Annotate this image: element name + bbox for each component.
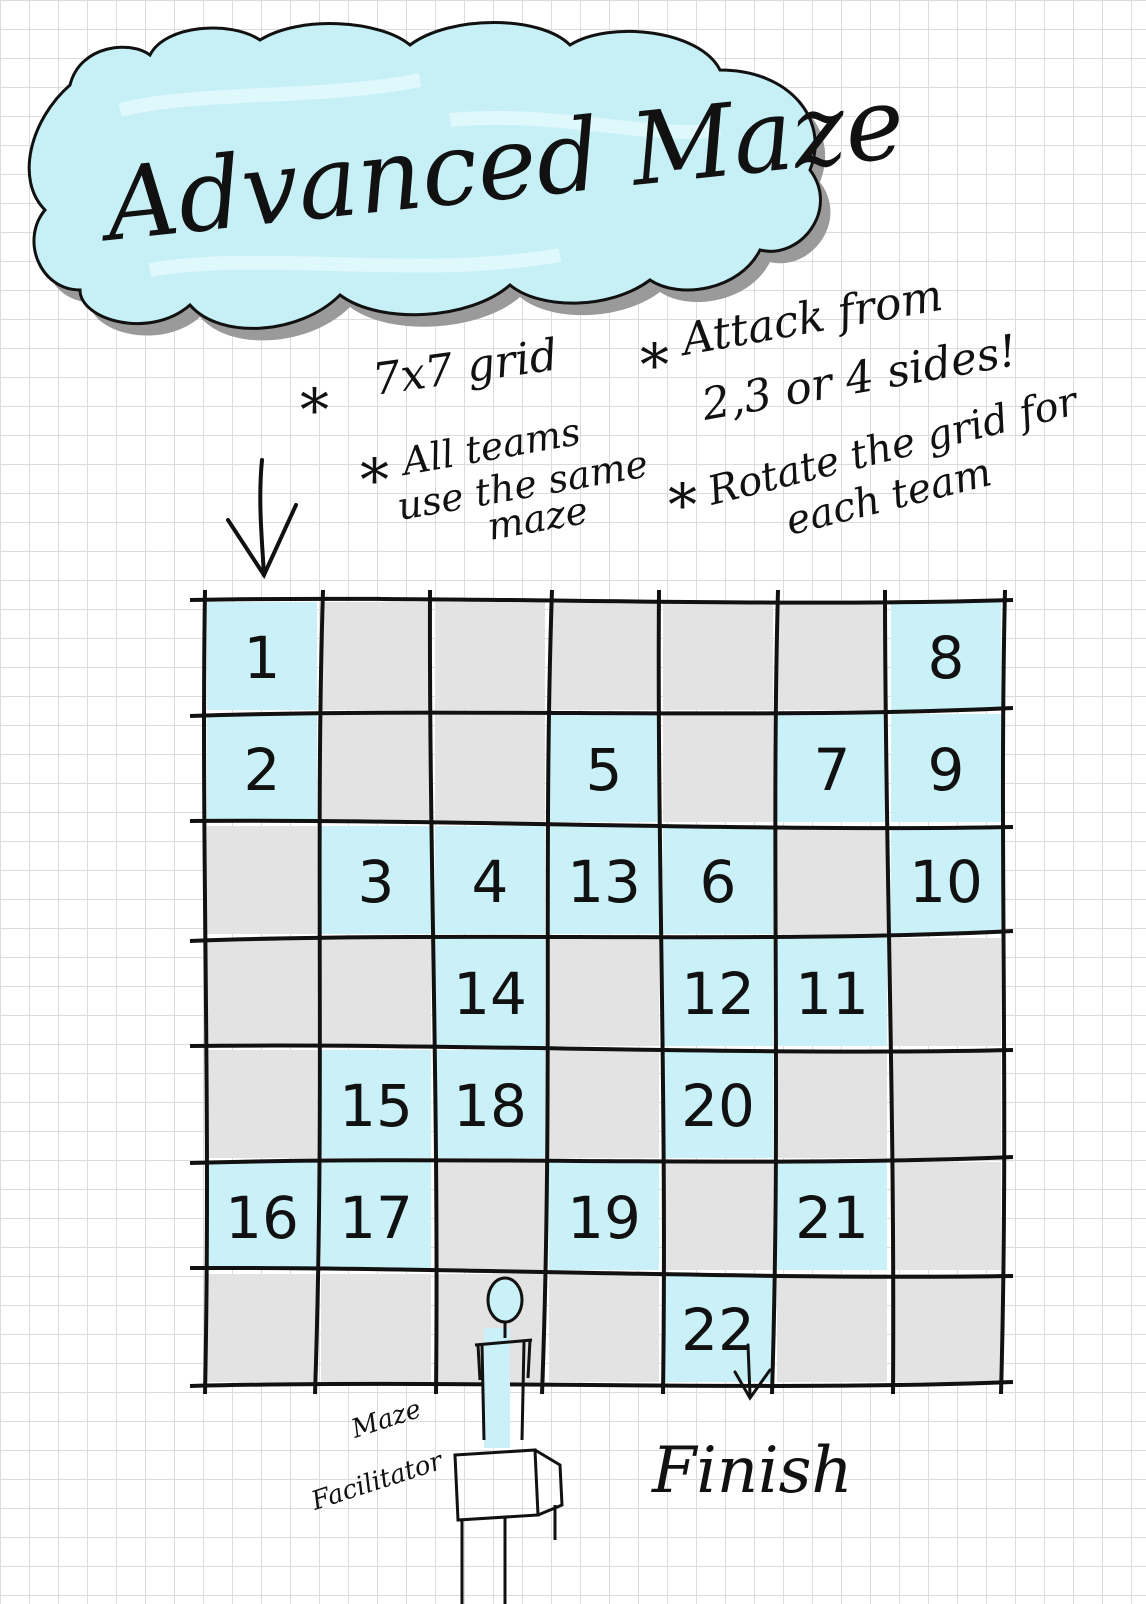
maze-empty-cell bbox=[321, 1274, 431, 1382]
maze-row-line bbox=[189, 1155, 1014, 1165]
maze-step-label: 3 bbox=[358, 848, 395, 916]
bullet-teams: * bbox=[360, 446, 389, 514]
maze-empty-cell bbox=[321, 602, 431, 710]
maze-step-label: 10 bbox=[909, 848, 983, 916]
bullet-attack: * bbox=[640, 331, 669, 399]
maze-row-line bbox=[189, 706, 1014, 718]
maze-row-line bbox=[189, 929, 1014, 943]
maze-path-cell bbox=[663, 938, 773, 1046]
maze-path-cell bbox=[321, 826, 431, 934]
maze-row-line bbox=[189, 818, 1014, 831]
maze-empty-cell bbox=[777, 826, 887, 934]
maze-step-label: 6 bbox=[700, 848, 737, 916]
maze-step-label: 11 bbox=[795, 960, 869, 1028]
maze-path-cell bbox=[891, 602, 1001, 710]
maze-path-cell bbox=[891, 714, 1001, 822]
maze-empty-cell bbox=[435, 1162, 545, 1270]
facilitator-label-1: Maze bbox=[347, 1394, 425, 1445]
maze-step-label: 9 bbox=[928, 736, 965, 804]
maze-empty-cell bbox=[777, 1050, 887, 1158]
maze-empty-cell bbox=[891, 1274, 1001, 1382]
maze-empty-cell bbox=[321, 938, 431, 1046]
maze-step-label: 17 bbox=[339, 1184, 413, 1252]
maze-step-label: 7 bbox=[814, 736, 851, 804]
maze-empty-cell bbox=[663, 714, 773, 822]
maze-empty-cell bbox=[207, 938, 317, 1046]
maze-row-line bbox=[189, 1265, 1014, 1279]
maze-path-cell bbox=[207, 714, 317, 822]
maze-step-label: 21 bbox=[795, 1184, 869, 1252]
maze-path-cell bbox=[435, 826, 545, 934]
maze-step-label: 20 bbox=[681, 1072, 755, 1140]
facilitator-label-2: Facilitator bbox=[307, 1446, 448, 1517]
maze-path-cell bbox=[663, 1050, 773, 1158]
maze-path-cell bbox=[549, 826, 659, 934]
maze-step-label: 13 bbox=[567, 848, 641, 916]
maze-path-cell bbox=[549, 1162, 659, 1270]
maze-empty-cell bbox=[321, 714, 431, 822]
maze-empty-cell bbox=[663, 1162, 773, 1270]
maze-path-cell bbox=[435, 938, 545, 1046]
maze-path-cell bbox=[663, 1274, 773, 1382]
maze-step-label: 19 bbox=[567, 1184, 641, 1252]
maze-path-cell bbox=[321, 1050, 431, 1158]
maze-path-cell bbox=[663, 826, 773, 934]
maze-step-label: 4 bbox=[472, 848, 509, 916]
maze-column-line bbox=[999, 589, 1007, 1395]
maze-row-line bbox=[189, 1043, 1014, 1054]
maze-path-cell bbox=[207, 602, 317, 710]
maze-empty-cell bbox=[891, 938, 1001, 1046]
maze-empty-cell bbox=[891, 1162, 1001, 1270]
start-arrow-icon bbox=[226, 458, 298, 580]
maze-step-label: 22 bbox=[681, 1296, 755, 1364]
maze-column-line bbox=[202, 589, 209, 1395]
maze-step-label: 16 bbox=[225, 1184, 299, 1252]
bullet-rotate: * bbox=[668, 471, 697, 539]
maze-step-label: 15 bbox=[339, 1072, 413, 1140]
maze-row-line bbox=[189, 596, 1014, 605]
maze-column-line bbox=[770, 589, 780, 1395]
facilitator-figure-icon bbox=[453, 1276, 564, 1604]
maze-path-cell bbox=[549, 714, 659, 822]
maze-empty-cell bbox=[549, 1050, 659, 1158]
maze-path-cell bbox=[777, 1162, 887, 1270]
maze-empty-cell bbox=[663, 602, 773, 710]
maze-step-label: 14 bbox=[453, 960, 527, 1028]
maze-step-label: 2 bbox=[244, 736, 281, 804]
maze-column-line bbox=[656, 589, 666, 1395]
maze-path-cell bbox=[777, 938, 887, 1046]
maze-column-line bbox=[883, 589, 896, 1395]
maze-empty-cell bbox=[207, 1274, 317, 1382]
note-grid: 7x7 grid bbox=[369, 329, 561, 405]
maze-path-cell bbox=[207, 1162, 317, 1270]
maze-path-cell bbox=[777, 714, 887, 822]
maze-empty-cell bbox=[777, 602, 887, 710]
maze-empty-cell bbox=[549, 1274, 659, 1382]
bullet-grid: * bbox=[300, 376, 329, 444]
maze-empty-cell bbox=[549, 602, 659, 710]
maze-step-label: 5 bbox=[586, 736, 623, 804]
maze-path-cell bbox=[891, 826, 1001, 934]
maze-empty-cell bbox=[891, 1050, 1001, 1158]
finish-label: Finish bbox=[651, 1434, 853, 1508]
maze-step-label: 1 bbox=[244, 624, 281, 692]
maze-step-label: 12 bbox=[681, 960, 755, 1028]
maze-column-line bbox=[540, 589, 554, 1395]
maze-empty-cell bbox=[777, 1274, 887, 1382]
maze-step-label: 8 bbox=[928, 624, 965, 692]
maze-empty-cell bbox=[549, 938, 659, 1046]
maze-empty-cell bbox=[207, 826, 317, 934]
maze-empty-cell bbox=[435, 602, 545, 710]
maze-path-cell bbox=[321, 1162, 431, 1270]
maze-row-line bbox=[189, 1380, 1014, 1388]
title-cloud: Advanced Maze bbox=[27, 21, 910, 341]
maze-empty-cell bbox=[435, 714, 545, 822]
maze-path-cell bbox=[435, 1050, 545, 1158]
finish-arrow-icon bbox=[733, 1343, 772, 1401]
maze-empty-cell bbox=[207, 1050, 317, 1158]
maze-step-label: 18 bbox=[453, 1072, 527, 1140]
